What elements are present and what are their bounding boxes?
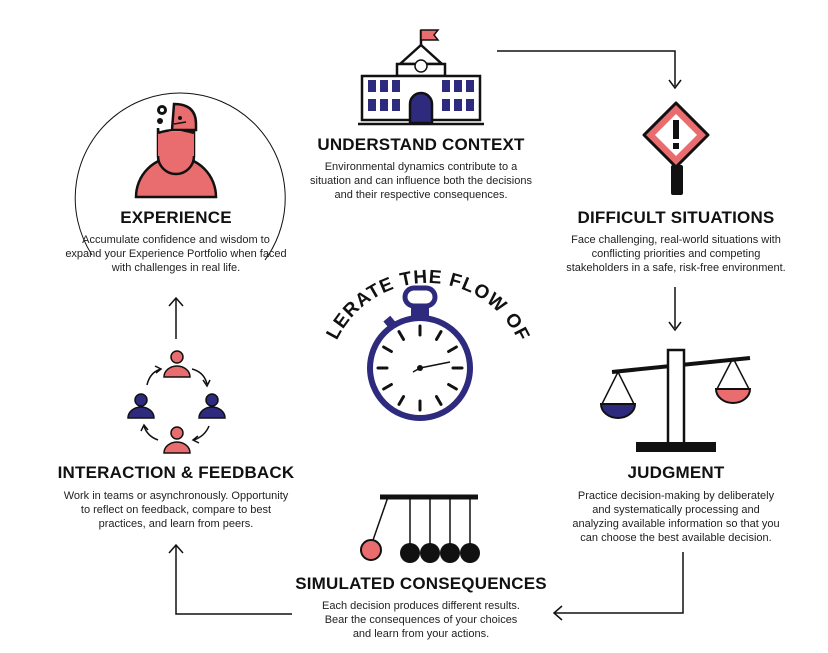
- arrow-head-1: [668, 79, 682, 90]
- person-thinking-icon: [134, 102, 218, 199]
- experience-circle: [74, 92, 286, 261]
- understand-context-title: UNDERSTAND CONTEXT: [317, 135, 525, 154]
- stopwatch-tick: [435, 395, 443, 406]
- stopwatch-tick: [447, 345, 458, 353]
- simulated-consequences-title: SIMULATED CONSEQUENCES: [295, 574, 547, 593]
- understand-context-desc: Environmental dynamics contribute to a s…: [310, 161, 532, 201]
- arrow-context-to-situations: [497, 50, 676, 86]
- team-cycle-icon: [127, 350, 226, 454]
- newtons-cradle-icon: [360, 494, 480, 563]
- arrow-head-2: [668, 321, 682, 332]
- stopwatch-tick: [397, 395, 405, 406]
- school-building-icon: [358, 29, 484, 126]
- stopwatch-tick: [382, 345, 393, 353]
- judgment-desc: Practice decision-making by deliberately…: [572, 490, 780, 544]
- warning-sign-icon: [642, 101, 710, 195]
- stopwatch-icon: [367, 285, 473, 421]
- experience-title: EXPERIENCE: [120, 208, 232, 227]
- interaction-feedback-title: INTERACTION & FEEDBACK: [57, 463, 295, 482]
- difficult-situations-title: DIFFICULT SITUATIONS: [577, 208, 775, 227]
- experience-desc: Accumulate confidence and wisdom to expa…: [65, 234, 287, 274]
- simulated-consequences-desc: Each decision produces different results…: [322, 600, 520, 640]
- stopwatch-tick: [435, 330, 443, 341]
- stopwatch-tick: [382, 383, 393, 391]
- arrow-judgment-to-consequences: [555, 552, 684, 614]
- difficult-situations-desc: Face challenging, real-world situations …: [566, 234, 786, 274]
- balance-scale-icon: [599, 348, 752, 452]
- arrow-consequences-to-interaction: [175, 545, 292, 615]
- stopwatch-tick: [397, 330, 405, 341]
- interaction-feedback-desc: Work in teams or asynchronously. Opportu…: [63, 490, 289, 530]
- judgment-title: JUDGMENT: [627, 463, 725, 482]
- arrow-head-3: [552, 605, 563, 621]
- arrow-head-4: [168, 543, 184, 554]
- stopwatch-tick: [447, 383, 458, 391]
- arrow-head-5: [168, 296, 184, 307]
